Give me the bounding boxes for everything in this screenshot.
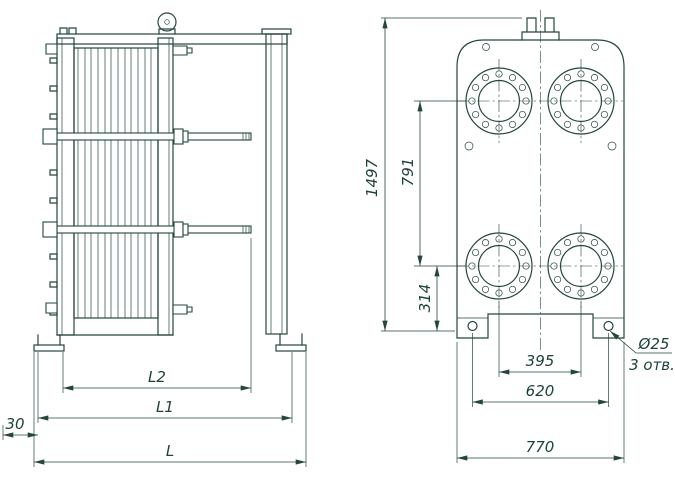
front-view-dimensions: 1497 791 314 395 620 770 Ø25 3 отв. bbox=[363, 17, 675, 463]
foot-hole-right bbox=[603, 320, 614, 332]
side-bolts bbox=[45, 43, 58, 314]
extension-lines bbox=[381, 17, 625, 463]
mount-hole-mid-left bbox=[464, 141, 474, 151]
port-flange-top-left bbox=[456, 58, 542, 144]
fixed-frame-plate bbox=[45, 37, 75, 336]
foot-hole-left bbox=[467, 320, 478, 332]
pressure-plate bbox=[157, 37, 174, 336]
tie-rods bbox=[42, 128, 252, 238]
dim-label-770: 770 bbox=[526, 438, 555, 456]
frame-plate-outline bbox=[456, 39, 625, 339]
dim-label-1497: 1497 bbox=[363, 158, 381, 197]
dim-label-395: 395 bbox=[526, 352, 555, 370]
dim-label-30: 30 bbox=[5, 415, 24, 433]
dim-label-l: L bbox=[166, 442, 174, 460]
hole-leader-line bbox=[609, 330, 672, 354]
dim-label-314: 314 bbox=[416, 284, 434, 313]
dim-label-791: 791 bbox=[399, 158, 417, 187]
base-feet bbox=[33, 333, 307, 352]
side-view-dimensions: L2 L1 L 30 bbox=[2, 238, 307, 467]
front-view bbox=[456, 10, 625, 350]
guide-fittings bbox=[172, 45, 193, 315]
carrying-bar bbox=[56, 33, 288, 45]
mount-hole-mid-right bbox=[607, 141, 617, 151]
top-bolts bbox=[59, 27, 77, 35]
clamp-bolts bbox=[49, 57, 58, 316]
plate-pack bbox=[73, 47, 159, 319]
extension-lines bbox=[2, 238, 307, 467]
mount-hole-top-right bbox=[591, 43, 599, 51]
port-flange-bottom-left bbox=[456, 223, 542, 309]
roller bbox=[157, 12, 177, 35]
side-view bbox=[33, 12, 307, 352]
support-column bbox=[261, 28, 292, 335]
port-flange-top-right bbox=[538, 58, 624, 144]
dim-label-620: 620 bbox=[526, 382, 555, 400]
port-flange-bottom-right bbox=[538, 223, 624, 309]
mount-hole-top-left bbox=[482, 43, 490, 51]
hole-diameter-label: Ø25 bbox=[638, 335, 670, 353]
hole-count-label: 3 отв. bbox=[629, 356, 675, 374]
dim-label-l1: L1 bbox=[156, 398, 174, 416]
dim-label-l2: L2 bbox=[148, 368, 166, 386]
